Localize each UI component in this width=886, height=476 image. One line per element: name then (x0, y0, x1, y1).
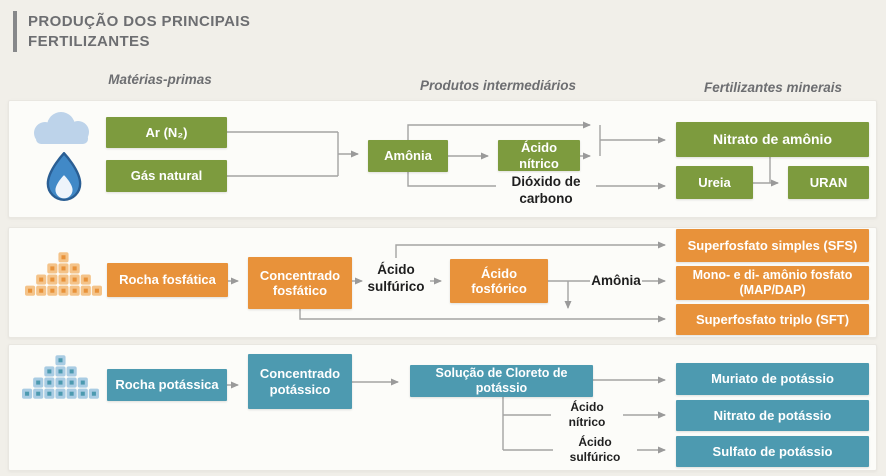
flow-node-map-dap: Mono- e di- amônio fosfato (MAP/DAP) (676, 266, 869, 300)
flow-node-kcl-solution: Solução de Cloreto de potássio (410, 365, 593, 397)
flow-node-ammonia: Amônia (368, 140, 448, 172)
flow-node-phosphate-rock: Rocha fosfática (107, 263, 228, 297)
flow-label-nitric-acid: Ácido nítrico (551, 400, 623, 429)
column-header-intermediates: Produtos intermediários (419, 78, 577, 93)
flow-node-nitric-acid: Ácido nítrico (498, 140, 580, 171)
flow-node-uran: URAN (788, 166, 869, 199)
ore-pile-icon (25, 252, 102, 296)
flow-node-single-superphosphate: Superfosfato simples (SFS) (676, 229, 869, 262)
flow-node-ammonium-nitrate: Nitrato de amônio (676, 122, 869, 157)
flow-label-sulfuric-acid: Ácido sulfúrico (363, 258, 429, 300)
flow-node-muriate-of-potash: Muriato de potássio (676, 363, 869, 395)
flow-node-potassium-sulfate: Sulfato de potássio (676, 436, 869, 467)
page-title: PRODUÇÃO DOS PRINCIPAIS FERTILIZANTES (13, 11, 250, 53)
flow-node-potassium-nitrate: Nitrato de potássio (676, 400, 869, 431)
title-line-1: PRODUÇÃO DOS PRINCIPAIS (28, 13, 251, 30)
cloud-icon (34, 112, 89, 144)
flow-node-phosphoric-acid: Ácido fosfórico (450, 259, 548, 303)
flow-node-triple-superphosphate: Superfosfato triplo (SFT) (676, 304, 869, 335)
column-header-mineral-fertilizers: Fertilizantes minerais (703, 80, 843, 95)
title-line-2: FERTILIZANTES (28, 33, 150, 51)
flow-node-potash-rock: Rocha potássica (107, 369, 227, 401)
flow-node-phosphate-concentrate: Concentrado fosfático (248, 257, 352, 309)
flow-node-potash-concentrate: Concentrado potássico (248, 354, 352, 409)
title-accent-bar (13, 11, 17, 52)
ore-pile-icon (22, 355, 99, 399)
column-header-raw-materials: Matérias-primas (108, 72, 212, 87)
flow-node-air: Ar (N₂) (106, 117, 227, 148)
flow-node-urea: Ureia (676, 166, 753, 199)
flow-node-natural-gas: Gás natural (106, 160, 227, 192)
flow-label-carbon-dioxide: Dióxido de carbono (496, 173, 596, 209)
gas-flame-icon (46, 152, 82, 201)
flow-label-sulfuric-acid: Ácido sulfúrico (553, 435, 637, 464)
flow-label-ammonia: Amônia (590, 272, 642, 290)
